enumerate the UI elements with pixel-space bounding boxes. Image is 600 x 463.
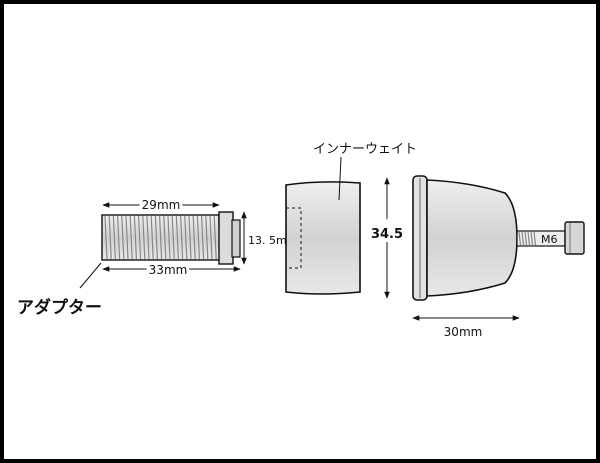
thread-groove <box>150 215 154 260</box>
thread-groove <box>175 215 179 260</box>
thread-groove <box>117 215 121 260</box>
thread-groove <box>108 215 112 260</box>
thread-groove <box>133 215 137 260</box>
thread-groove <box>159 215 163 260</box>
thread-groove <box>171 215 175 260</box>
inner-weight-part <box>285 181 361 295</box>
thread-groove <box>184 215 188 260</box>
thread-groove <box>142 215 146 260</box>
weight-diameter-label: 34.5 <box>371 227 403 242</box>
thread-groove <box>201 215 205 260</box>
bolt-thread-groove <box>524 231 528 246</box>
inner-weight-hidden-bore <box>286 207 302 269</box>
adapter-leader-line <box>79 262 102 289</box>
bolt-thread-groove <box>521 231 525 246</box>
thread-groove <box>121 215 125 260</box>
adapter-label: アダプター <box>17 297 102 318</box>
thread-groove <box>205 215 209 260</box>
thread-groove <box>154 215 158 260</box>
inner-weight-leader-line <box>338 156 342 201</box>
adapter-length-label: 33mm <box>149 263 188 277</box>
adapter-head <box>231 219 241 258</box>
adapter-threads <box>104 215 221 260</box>
thread-groove <box>192 215 196 260</box>
thread-groove <box>104 215 108 260</box>
thread-length-label: 29mm <box>142 198 181 212</box>
thread-groove <box>163 215 167 260</box>
bolt-threads <box>518 231 537 246</box>
bolt-thread-groove <box>530 231 534 246</box>
thread-groove <box>138 215 142 260</box>
end-length-label: 30mm <box>444 325 483 339</box>
bolt-thread-groove <box>518 231 522 246</box>
thread-groove <box>213 215 217 260</box>
inner-weight-body <box>285 181 361 295</box>
thread-groove <box>180 215 184 260</box>
thread-groove <box>209 215 213 260</box>
thread-groove <box>112 215 116 260</box>
thread-groove <box>196 215 200 260</box>
adapter-collar <box>218 211 234 265</box>
bar-end-part <box>412 175 585 301</box>
thread-groove <box>125 215 129 260</box>
adapter-part <box>101 211 241 265</box>
bolt-head <box>564 221 585 255</box>
adapter-diameter-label: 13. 5mm <box>248 234 297 247</box>
bolt-size-label: M6 <box>541 233 558 246</box>
thread-groove <box>146 215 150 260</box>
thread-groove <box>188 215 192 260</box>
inner-weight-label: インナーウェイト <box>313 142 417 157</box>
bolt-thread-groove <box>533 231 537 246</box>
thread-groove <box>129 215 133 260</box>
thread-groove <box>167 215 171 260</box>
bolt-thread-groove <box>527 231 531 246</box>
bar-end-body <box>426 179 518 297</box>
